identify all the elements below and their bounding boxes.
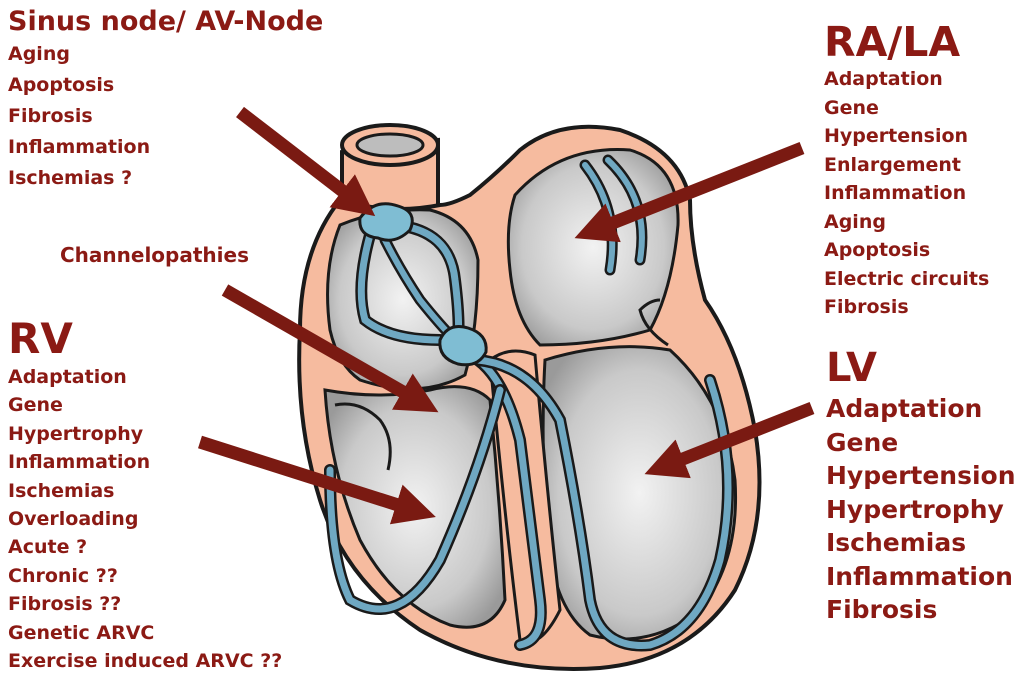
list-item: Chronic ?? xyxy=(8,564,118,587)
rv-list: Adaptation Gene Hypertrophy Inflammation… xyxy=(8,363,282,675)
right-ventricle-label: RV Adaptation Gene Hypertrophy Inflammat… xyxy=(8,318,282,675)
list-item: Genetic ARVC xyxy=(8,621,155,644)
list-item: Inflammation xyxy=(824,182,967,204)
sinus-av-node-list: Aging Apoptosis Fibrosis Inflammation Is… xyxy=(8,39,323,194)
list-item: Ischemias xyxy=(826,528,967,557)
list-item: Hypertrophy xyxy=(8,422,144,445)
list-item: Exercise induced ARVC ?? xyxy=(8,650,283,673)
list-item: Fibrosis xyxy=(824,296,909,318)
sinus-av-node-label: Sinus node/ AV-Node Aging Apoptosis Fibr… xyxy=(8,8,323,194)
arrow-to-sinus-node xyxy=(236,106,376,217)
atria-label: RA/LA Adaptation Gene Hypertension Enlar… xyxy=(824,22,989,322)
list-item: Fibrosis ?? xyxy=(8,593,122,616)
list-item: Fibrosis xyxy=(8,105,93,127)
arrow-to-atria xyxy=(574,141,805,243)
list-item: Gene xyxy=(8,394,63,417)
list-item: Inflammation xyxy=(8,451,151,474)
arrow-to-left-ventricle xyxy=(644,401,815,479)
av-node xyxy=(438,325,488,367)
arrows xyxy=(198,106,815,525)
channelopathies-label: Channelopathies xyxy=(60,243,249,267)
list-item: Aging xyxy=(8,43,70,65)
arrow-to-atrial-septum xyxy=(221,284,439,413)
list-item: Enlargement xyxy=(824,153,961,176)
list-item: Adaptation xyxy=(824,68,943,90)
papillary-muscle-left xyxy=(638,298,669,347)
list-item: Acute ? xyxy=(8,536,88,559)
conduction-system xyxy=(324,154,734,652)
list-item: Apoptosis xyxy=(8,74,115,96)
sinus-av-node-heading: Sinus node/ AV-Node xyxy=(8,6,324,37)
list-item: Inflammation xyxy=(8,136,151,158)
list-item: Ischemias xyxy=(8,479,115,502)
sinus-node xyxy=(358,202,414,242)
list-item: Hypertension xyxy=(824,125,969,147)
left-ventricle-label: LV Adaptation Gene Hypertension Hypertro… xyxy=(826,348,1016,627)
list-item: Adaptation xyxy=(8,366,127,388)
list-item: Hypertension xyxy=(826,461,1016,490)
papillary-muscle-right xyxy=(334,402,392,471)
arrow-to-right-ventricle xyxy=(198,435,436,525)
list-item: Ischemias ? xyxy=(8,167,133,189)
list-item: Hypertrophy xyxy=(826,494,1004,524)
lv-heading: LV xyxy=(826,345,877,391)
list-item: Adaptation xyxy=(826,394,983,423)
rv-heading: RV xyxy=(8,314,73,363)
ra-la-list: Adaptation Gene Hypertension Enlargement… xyxy=(824,65,989,322)
list-item: Apoptosis xyxy=(824,239,931,261)
ra-la-heading: RA/LA xyxy=(824,18,961,66)
list-item: Gene xyxy=(824,96,879,119)
list-item: Electric circuits xyxy=(824,267,990,290)
heart-icon xyxy=(297,123,762,671)
list-item: Inflammation xyxy=(826,561,1013,591)
list-item: Overloading xyxy=(8,508,139,531)
list-item: Fibrosis xyxy=(826,595,938,624)
list-item: Gene xyxy=(826,427,899,457)
list-item: Aging xyxy=(824,210,886,233)
lv-list: Adaptation Gene Hypertension Hypertrophy… xyxy=(826,392,1016,627)
